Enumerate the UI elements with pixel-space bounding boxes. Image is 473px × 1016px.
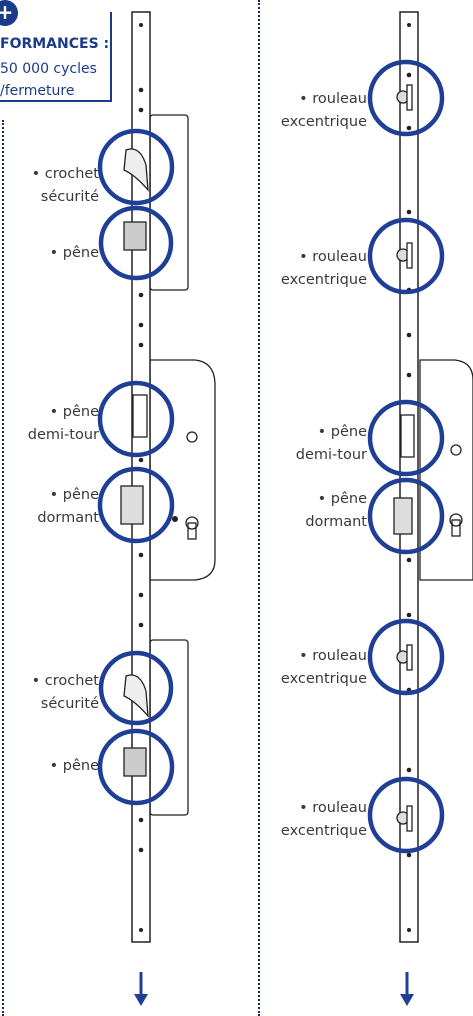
label-line-1: • pêne — [49, 487, 99, 503]
right-latch — [400, 414, 415, 458]
label-line-2: dormant — [305, 514, 367, 530]
right-down-arrow — [400, 972, 414, 1006]
right-label-roller-4: • rouleau excentrique — [281, 797, 367, 843]
right-label-latch: • pêne demi-tour — [296, 421, 367, 467]
right-circle-latch — [367, 399, 445, 477]
performance-closure: /fermeture — [0, 83, 75, 99]
left-circle-bolt-top — [98, 205, 174, 281]
left-upper-housing — [149, 114, 189, 291]
right-deadbolt — [393, 497, 413, 535]
label-line-1: • pêne — [49, 404, 99, 420]
right-cylinder-hole — [449, 513, 463, 527]
right-rollers — [396, 84, 413, 832]
label-line-2: excentrique — [280, 823, 367, 839]
label-line-2: sécurité — [40, 696, 99, 712]
left-label-deadbolt: • pêne dormant — [37, 484, 99, 530]
left-label-bolt-bottom: • pêne — [50, 755, 99, 778]
left-deadbolt — [120, 485, 144, 525]
left-hook-bottom — [123, 674, 149, 718]
right-callout-circles — [367, 59, 445, 854]
left-label-hook-top: • crochet sécurité — [32, 163, 99, 209]
left-circle-deadbolt — [97, 466, 175, 544]
right-label-deadbolt: • pêne dormant — [305, 488, 367, 534]
left-down-arrow — [134, 972, 148, 1006]
label-line-1: • crochet — [31, 673, 99, 689]
label-line-1: • rouleau — [299, 91, 367, 107]
right-circle-deadbolt — [367, 477, 445, 555]
right-circle-roller-2 — [367, 217, 445, 295]
label-line-2: demi-tour — [295, 447, 367, 463]
left-strip-holes — [138, 23, 144, 932]
label-line-1: • rouleau — [299, 249, 367, 265]
label-line-2: excentrique — [280, 671, 367, 687]
right-label-roller-1: • rouleau excentrique — [281, 88, 367, 134]
left-bolt-bottom — [123, 747, 147, 777]
right-label-roller-3: • rouleau excentrique — [281, 645, 367, 691]
right-handle-hole — [450, 444, 462, 456]
performance-cycles: 50 000 cycles — [0, 61, 97, 77]
left-latch — [132, 394, 148, 438]
left-label-latch: • pêne demi-tour — [28, 401, 99, 447]
left-handle-hole — [186, 431, 198, 443]
left-dotted-divider — [2, 120, 4, 1016]
left-circle-hook-bottom — [98, 650, 174, 726]
label-line-1: • pêne — [49, 758, 99, 774]
left-circle-bolt-bottom — [97, 728, 175, 806]
label-line-1: • rouleau — [299, 800, 367, 816]
label-line-1: • pêne — [317, 491, 367, 507]
label-line-2: dormant — [37, 510, 99, 526]
right-label-roller-2: • rouleau excentrique — [281, 246, 367, 292]
left-cylinder-slot — [187, 522, 197, 540]
label-line-1: • crochet — [31, 166, 99, 182]
center-dotted-divider — [258, 0, 260, 1016]
performance-title: FORMANCES : — [0, 36, 110, 52]
right-circle-roller-4 — [367, 776, 445, 854]
left-cylinder-hole — [185, 516, 199, 530]
right-strip — [399, 11, 419, 943]
right-lock — [393, 11, 473, 943]
label-line-2: excentrique — [280, 114, 367, 130]
left-callout-circles — [97, 128, 175, 806]
label-line-2: demi-tour — [27, 427, 99, 443]
right-circle-roller-1 — [367, 59, 445, 137]
plus-badge: + — [0, 0, 18, 26]
left-circle-hook-top — [97, 128, 175, 206]
left-hook-top — [123, 148, 149, 192]
left-bolt-top — [123, 221, 147, 251]
label-line-1: • pêne — [49, 245, 99, 261]
label-line-1: • rouleau — [299, 648, 367, 664]
label-line-2: excentrique — [280, 272, 367, 288]
left-circle-latch — [97, 380, 175, 458]
left-label-hook-bottom: • crochet sécurité — [32, 670, 99, 716]
left-lower-housing — [149, 639, 189, 816]
left-label-bolt-top: • pêne — [50, 242, 99, 265]
label-line-1: • pêne — [317, 424, 367, 440]
right-circle-roller-3 — [367, 618, 445, 696]
label-line-2: sécurité — [40, 189, 99, 205]
performance-box: + FORMANCES : 50 000 cycles /fermeture — [0, 0, 112, 102]
